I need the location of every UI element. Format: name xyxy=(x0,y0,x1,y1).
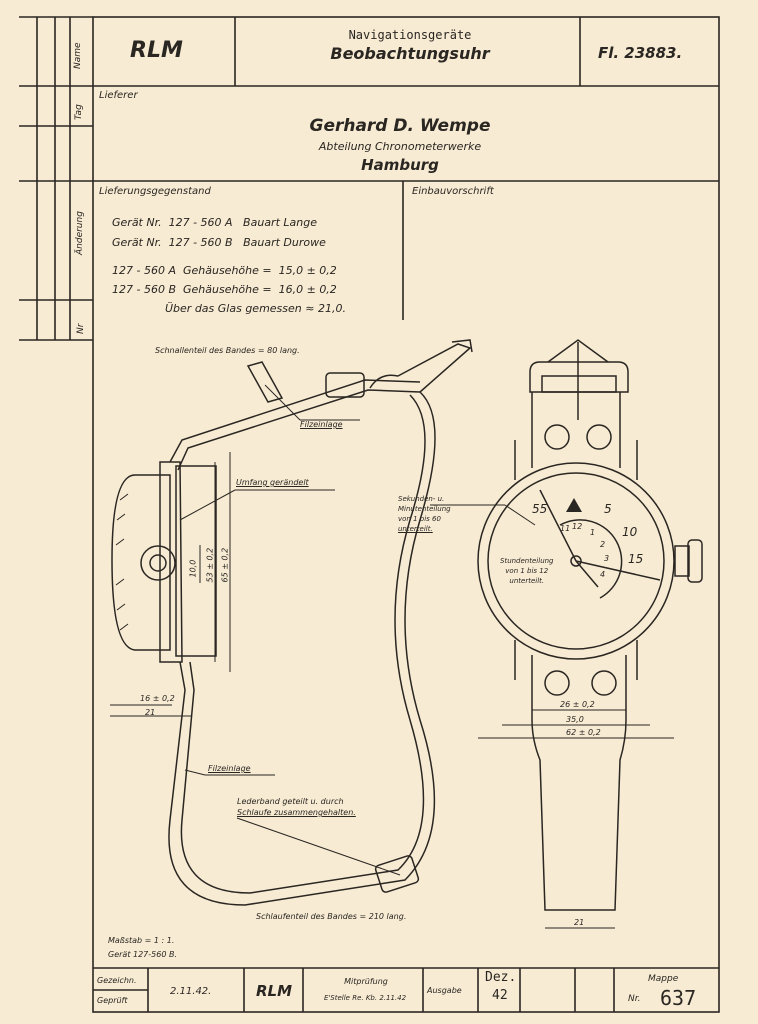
supplier-label: Lieferer xyxy=(99,90,138,101)
dial-11: 11 xyxy=(560,524,571,533)
dial-3: 3 xyxy=(604,554,610,563)
side-label-tag: Tag xyxy=(74,104,84,120)
side-label-nr: Nr xyxy=(76,323,86,334)
dial-5: 5 xyxy=(604,502,612,516)
dial-55: 55 xyxy=(532,502,548,516)
dim-26: 26 ± 0,2 xyxy=(560,700,595,709)
knurl-note: Umfang gerändelt xyxy=(236,478,309,487)
dim-21-front: 21 xyxy=(574,918,585,927)
strap-bottom-note: Schlaufenteil des Bandes = 210 lang. xyxy=(256,912,407,921)
footer-folder: Mappe xyxy=(648,974,679,984)
delivery-line-5: Über das Glas gemessen ≈ 21,0. xyxy=(165,302,346,315)
footer-dez-num: 42 xyxy=(492,988,508,1003)
install-label: Einbauvorschrift xyxy=(412,186,494,197)
strap-top-note: Schnallenteil des Bandes = 80 lang. xyxy=(155,346,300,355)
dial-1: 1 xyxy=(590,528,596,537)
footer-drawn: Gezeichn. xyxy=(97,976,137,985)
footer-folder-number: 637 xyxy=(660,986,697,1010)
footer-edition: Ausgabe xyxy=(427,986,462,995)
side-label-aenderung: Änderung xyxy=(75,211,85,255)
felt-note-1: Filzeinlage xyxy=(300,420,343,429)
header-sheet-number: Fl. 23883. xyxy=(598,44,683,62)
delivery-line-2: Gerät Nr. 127 - 560 B Bauart Durowe xyxy=(112,236,326,249)
felt-note-2: Filzeinlage xyxy=(208,764,251,773)
footer-nr: Nr. xyxy=(628,994,641,1004)
leather-note-1: Lederband geteilt u. durch xyxy=(237,797,344,806)
dim-62: 62 ± 0,2 xyxy=(566,728,601,737)
dim-35: 35,0 xyxy=(566,715,584,724)
side-view xyxy=(110,339,473,906)
footer-checked: Geprüft xyxy=(97,996,128,1005)
header-title: Beobachtungsuhr xyxy=(330,44,490,63)
front-view xyxy=(430,339,703,929)
supplier-name: Gerhard D. Wempe xyxy=(309,116,491,136)
footer-rlm: RLM xyxy=(256,982,293,1000)
delivery-label: Lieferungsgegenstand xyxy=(99,186,211,197)
dial-4: 4 xyxy=(600,570,606,579)
side-label-name: Name xyxy=(73,42,83,69)
leather-note-2: Schlaufe zusammengehalten. xyxy=(237,808,356,817)
footer-date: 2.11.42. xyxy=(170,986,212,997)
dim-16: 16 ± 0,2 xyxy=(140,694,175,703)
dial-15: 15 xyxy=(628,552,644,566)
footer-cocheck-detail: E'Stelle Re. Kb. 2.11.42 xyxy=(323,994,407,1002)
dim-21-side: 21 xyxy=(145,708,156,717)
scale-device: Gerät 127-560 B. xyxy=(108,950,177,959)
dim-53: 53 ± 0,2 xyxy=(205,547,215,583)
scale-note: Maßstab = 1 : 1. xyxy=(108,936,175,945)
dial-10: 10 xyxy=(622,525,638,539)
delivery-line-1: Gerät Nr. 127 - 560 A Bauart Lange xyxy=(112,216,317,229)
dial-2: 2 xyxy=(600,540,606,549)
header-category: Navigationsgeräte xyxy=(348,28,472,42)
footer-dez: Dez. xyxy=(485,970,517,985)
dim-65: 65 ± 0,2 xyxy=(220,547,230,583)
footer-cocheck: Mitprüfung xyxy=(344,977,388,986)
header-rlm: RLM xyxy=(130,38,183,63)
delivery-line-3: 127 - 560 A Gehäusehöhe = 15,0 ± 0,2 xyxy=(112,264,337,277)
delivery-line-4: 127 - 560 B Gehäusehöhe = 16,0 ± 0,2 xyxy=(112,283,337,296)
dim-10: 10,0 xyxy=(188,559,198,578)
dial-12: 12 xyxy=(572,522,583,531)
supplier-dept: Abteilung Chronometerwerke xyxy=(318,140,482,153)
supplier-city: Hamburg xyxy=(361,156,439,174)
